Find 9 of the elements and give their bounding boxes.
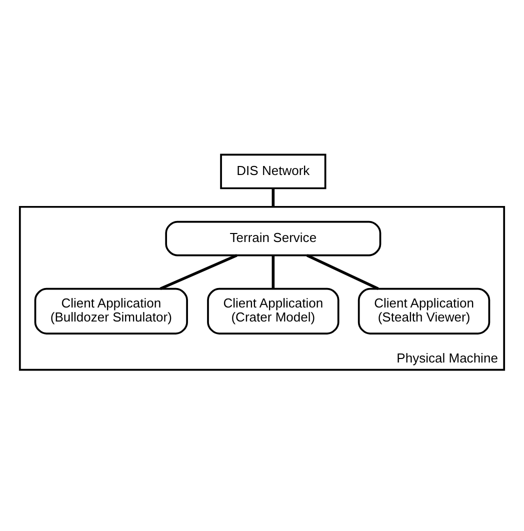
connector [306,254,379,290]
connector [272,188,275,206]
connector [160,254,238,290]
connector [272,255,275,288]
node-box: DIS Network [220,153,326,189]
node-box: Client Application (Crater Model) [207,287,340,334]
node-box: Terrain Service [165,220,382,256]
node-box: Client Application (Stealth Viewer) [358,287,490,334]
node-box: Client Application (Bulldozer Simulator) [34,287,188,334]
